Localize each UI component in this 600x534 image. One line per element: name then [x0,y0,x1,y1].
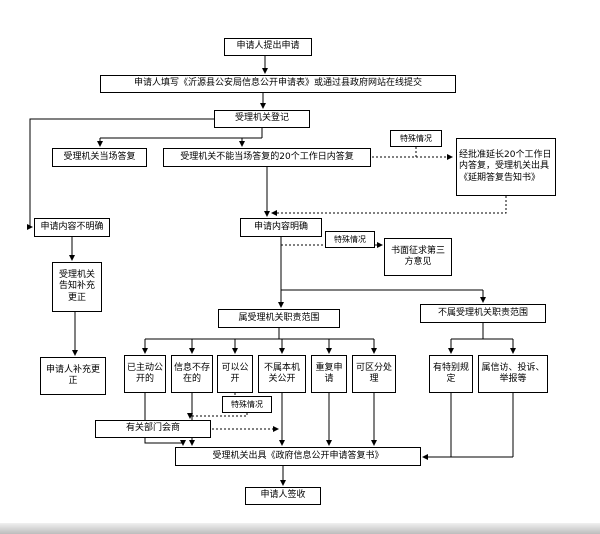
node-special-provisions: 有特别规定 [429,355,473,393]
node-not-within-scope: 不属受理机关职责范围 [420,304,546,323]
dash-extension-return [271,196,507,216]
node-onsite-reply: 受理机关当场答复 [52,148,147,167]
dash-special3-to-consult [187,413,248,419]
node-department-consultation: 有关部门会商 [95,420,211,438]
node-applicant-sign: 申请人签收 [245,487,321,505]
arrow-register-to-unclear [27,118,214,230]
node-content-unclear: 申请内容不明确 [34,218,110,237]
bottom-edge-bar [0,523,600,534]
node-content-clear: 申请内容明确 [240,218,322,237]
node-repeat-application: 重复申请 [311,355,347,393]
node-separable-handling: 可区分处理 [352,355,396,393]
node-applicant-submit: 申请人提出申请 [224,38,312,56]
node-third-party-opinion: 书面征求第三方意见 [384,238,452,276]
node-petition-complaint: 属信访、投诉、举报等 [478,355,548,393]
node-not-this-organ: 不属本机关公开 [258,355,306,393]
node-applicant-supplement: 申请人补充更正 [40,357,106,395]
node-organ-register: 受理机关登记 [214,110,310,128]
arrow-already-to-replydoc [144,393,186,446]
node-already-disclosed: 已主动公开的 [124,355,166,393]
node-reply-within-20-days: 受理机关不能当场答复的20个工作日内答复 [163,148,371,167]
node-info-not-exist: 信息不存在的 [171,355,213,393]
node-extension-notice: 经批准延长20个工作日内答复，受理机关出具《延期答复告知书》 [456,138,556,196]
node-within-scope: 属受理机关职责范围 [218,309,340,328]
node-notify-supplement: 受理机关告知补充更正 [52,262,102,312]
node-special-case-2: 特殊情况 [325,231,375,248]
node-fill-application-form: 申请人填写《沂源县公安局信息公开申请表》或通过县政府网站在线提交 [100,75,456,93]
node-special-case-3: 特殊情况 [222,396,272,413]
node-can-disclose: 可以公开 [217,355,253,393]
node-special-case-1: 特殊情况 [390,130,442,147]
node-issue-reply-document: 受理机关出具《政府信息公开申请答复书》 [175,447,421,466]
